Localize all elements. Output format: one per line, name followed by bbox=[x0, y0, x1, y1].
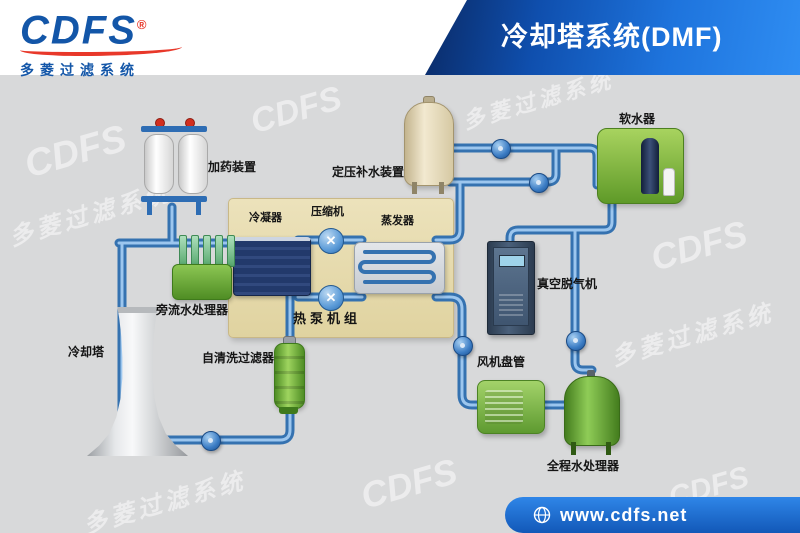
condenser-unit bbox=[233, 237, 311, 296]
pump-icon bbox=[453, 336, 473, 356]
pump-icon bbox=[491, 139, 511, 159]
diagram-canvas: CDFS 多菱过滤系统 CDFS 多菱过滤系统 CDFS 多菱过滤系统 多菱过滤… bbox=[0, 67, 800, 533]
label-self-cleaning-filter: 自清洗过滤器 bbox=[202, 351, 275, 365]
fan-coil-grille bbox=[485, 390, 523, 424]
full-process-tank bbox=[564, 370, 620, 456]
dosing-base bbox=[141, 196, 207, 202]
water-softener-unit bbox=[597, 128, 684, 204]
label-compressor: 压缩机 bbox=[311, 206, 344, 218]
cabinet-vents bbox=[499, 294, 523, 318]
tank-leg bbox=[606, 442, 611, 455]
processor-body bbox=[172, 264, 232, 300]
brand-subtitle: 多菱过滤系统 bbox=[20, 62, 140, 79]
tank-body bbox=[564, 376, 620, 446]
label-cooling-tower: 冷却塔 bbox=[68, 345, 105, 359]
registered-mark: ® bbox=[136, 17, 149, 32]
sidestream-processor-unit bbox=[172, 235, 235, 300]
tank-leg bbox=[571, 442, 576, 455]
softener-resin-tank bbox=[641, 138, 659, 194]
pump-icon bbox=[201, 431, 221, 451]
softener-brine-bottle bbox=[663, 168, 675, 196]
vacuum-degasser-cabinet bbox=[487, 241, 535, 335]
cabinet-display bbox=[499, 255, 525, 267]
label-pressure-makeup: 定压补水装置 bbox=[332, 165, 405, 179]
evaporator-unit bbox=[354, 242, 445, 294]
self-cleaning-filter-unit bbox=[274, 336, 305, 414]
fan-coil-unit bbox=[477, 380, 545, 434]
page-title: 冷却塔系统(DMF) bbox=[501, 22, 723, 52]
pressure-makeup-tank bbox=[404, 96, 454, 196]
dosing-cylinder bbox=[178, 134, 208, 194]
tank-cap bbox=[587, 370, 595, 378]
label-fan-coil: 风机盘管 bbox=[477, 355, 526, 369]
dosing-device bbox=[141, 118, 208, 218]
label-dosing-device: 加药装置 bbox=[208, 160, 257, 174]
globe-icon bbox=[533, 506, 551, 524]
logo-swoosh-icon bbox=[20, 41, 182, 57]
website-url: www.cdfs.net bbox=[560, 504, 688, 525]
filter-body bbox=[274, 343, 305, 409]
dosing-cylinders bbox=[144, 134, 208, 194]
label-heat-pump-unit: 热泵机组 bbox=[293, 311, 362, 326]
label-full-process: 全程水处理器 bbox=[547, 459, 620, 473]
dosing-cylinder bbox=[144, 134, 174, 194]
evaporator-coil-icon bbox=[358, 250, 436, 284]
compressor-fan-icon: ✕ bbox=[318, 228, 344, 254]
filter-foot bbox=[279, 407, 298, 414]
label-vacuum-degasser: 真空脱气机 bbox=[537, 277, 598, 291]
pump-icon bbox=[529, 173, 549, 193]
tank-leg bbox=[412, 182, 417, 194]
dosing-leg bbox=[196, 202, 201, 215]
dosing-leg bbox=[147, 202, 152, 215]
tank-leg bbox=[439, 182, 444, 194]
title-banner: 冷却塔系统(DMF) bbox=[425, 0, 800, 75]
label-evaporator: 蒸发器 bbox=[381, 215, 414, 227]
footer-banner: www.cdfs.net bbox=[505, 497, 800, 533]
brand-text: CDFS bbox=[20, 8, 137, 53]
tank-body bbox=[404, 102, 454, 186]
header: CDFS® 多菱过滤系统 冷却塔系统(DMF) bbox=[0, 0, 800, 78]
dosing-manifold bbox=[141, 126, 207, 132]
label-sidestream-processor: 旁流水处理器 bbox=[156, 303, 229, 317]
label-condenser: 冷凝器 bbox=[249, 212, 282, 224]
processor-tubes bbox=[179, 235, 235, 267]
pump-icon bbox=[566, 331, 586, 351]
label-softener: 软水器 bbox=[619, 112, 656, 126]
compressor-fan-icon: ✕ bbox=[318, 285, 344, 311]
brand-name: CDFS® bbox=[20, 5, 182, 50]
brand-logo: CDFS® 多菱过滤系统 bbox=[20, 5, 182, 80]
